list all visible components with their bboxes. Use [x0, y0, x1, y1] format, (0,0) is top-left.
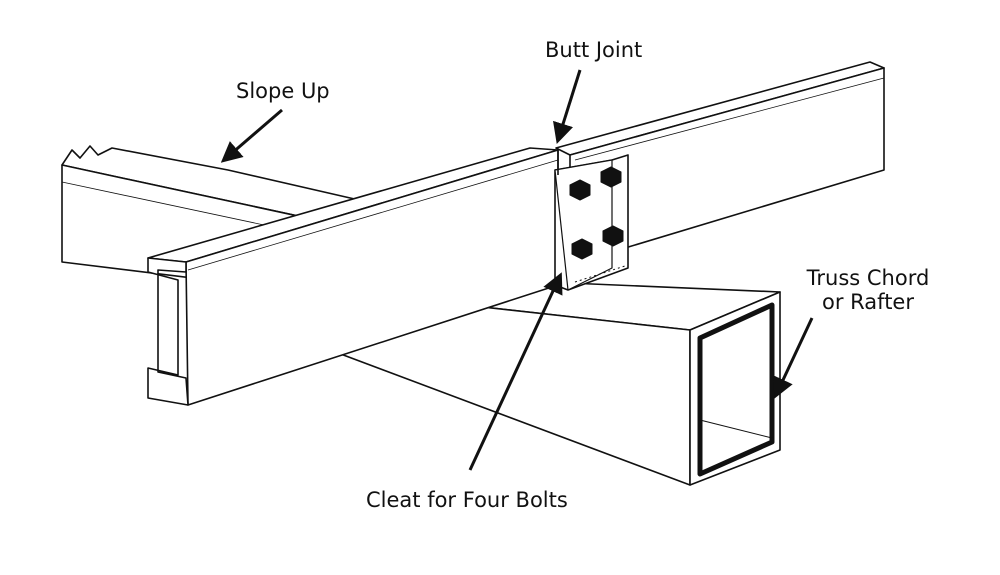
slope-up-arrow: [220, 108, 283, 163]
label-truss-chord-line2: or Rafter: [822, 290, 914, 314]
cleat-arrow: [468, 272, 563, 471]
label-truss-chord: Truss Chord or Rafter: [798, 266, 938, 314]
bolt-icon: [600, 166, 622, 188]
truss-chord-tube: [329, 281, 781, 486]
bolt-icon: [571, 238, 593, 260]
leader-lines: [220, 69, 814, 471]
label-cleat: Cleat for Four Bolts: [366, 488, 568, 512]
truss-chord-arrow: [773, 317, 814, 399]
label-butt-joint: Butt Joint: [545, 38, 643, 62]
bolt-icon: [569, 179, 591, 201]
cleat-plate: [554, 154, 629, 291]
label-truss-chord-line1: Truss Chord: [806, 266, 930, 290]
bolt-icon: [602, 225, 624, 247]
butt-joint-arrow: [553, 69, 582, 145]
label-slope-up: Slope Up: [236, 79, 330, 103]
